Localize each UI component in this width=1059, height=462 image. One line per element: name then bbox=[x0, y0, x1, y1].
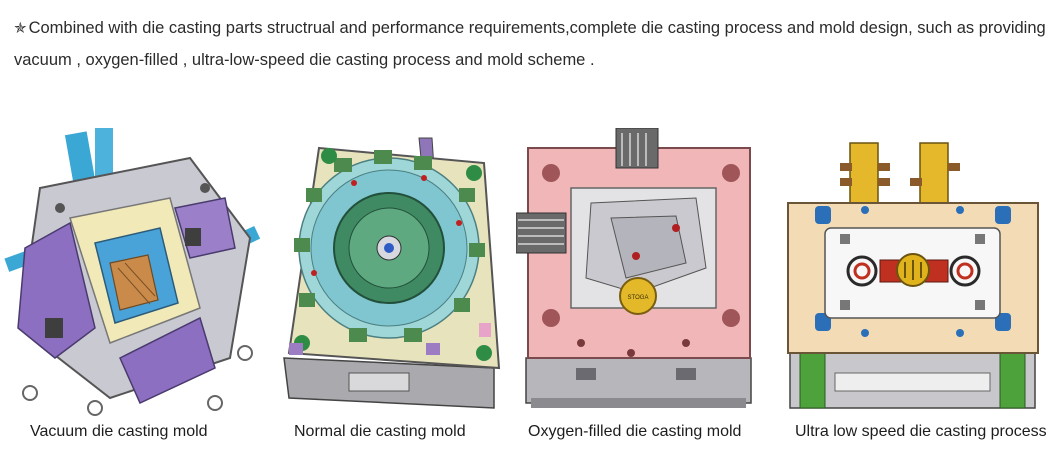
oxygen-mold-image: STOGA bbox=[516, 128, 756, 416]
caption-ultra-low-speed: Ultra low speed die casting process bbox=[795, 423, 1047, 440]
ultra-low-speed-mold-drawing bbox=[787, 142, 1039, 409]
caption-vacuum-mold: Vacuum die casting mold bbox=[30, 423, 208, 440]
mold-badge-text: STOGA bbox=[628, 295, 649, 301]
normal-mold-image bbox=[274, 128, 512, 416]
caption-normal-mold: Normal die casting mold bbox=[294, 423, 466, 440]
ultra-low-speed-mold-image bbox=[770, 128, 1056, 416]
intro-text: Combined with die casting parts structru… bbox=[14, 19, 1046, 69]
intro-paragraph: ✯Combined with die casting parts structr… bbox=[14, 12, 1054, 76]
vacuum-mold-image bbox=[0, 128, 270, 416]
oxygen-mold-drawing: STOGA bbox=[516, 128, 752, 408]
star-icon: ✯ bbox=[14, 19, 27, 37]
vacuum-mold-drawing bbox=[4, 128, 261, 416]
normal-mold-drawing bbox=[283, 137, 501, 409]
caption-oxygen-mold: Oxygen-filled die casting mold bbox=[528, 423, 742, 440]
